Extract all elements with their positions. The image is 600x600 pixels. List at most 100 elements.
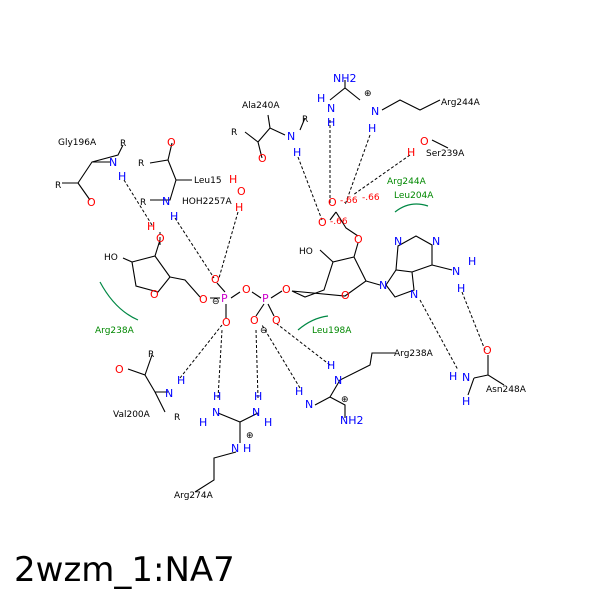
residue-leu15: Leu15: [194, 176, 222, 186]
hydrophobic-leu204: Leu204A: [394, 191, 434, 201]
n-label: N: [109, 156, 117, 169]
o-label: O: [199, 293, 208, 306]
positive-charge: ⊕: [364, 89, 372, 99]
n-label: N: [379, 279, 387, 292]
r-label: R: [174, 413, 180, 423]
n-label: N: [162, 195, 170, 208]
h-label: H: [468, 255, 476, 268]
residue-gly196: Gly196A: [58, 138, 97, 148]
h-label: H: [170, 210, 178, 223]
o-label: O: [272, 314, 281, 327]
ligand-title: 2wzm_1:NA7: [14, 550, 235, 590]
n-label: N: [410, 288, 418, 301]
o-label: O: [150, 288, 159, 301]
n-label: N: [462, 371, 470, 384]
o-label: O: [87, 196, 96, 209]
ho-label: HO: [104, 253, 118, 263]
n-label: N: [252, 406, 260, 419]
n-label: N: [432, 235, 440, 248]
residue-arg274: Arg274A: [174, 491, 214, 501]
o-label: O: [115, 363, 124, 376]
o-label: O: [237, 185, 246, 198]
h-label: H: [147, 220, 155, 233]
h-label: H: [295, 385, 303, 398]
h-label: H: [449, 370, 457, 383]
p-label: P: [221, 292, 228, 305]
o-label: O: [222, 316, 231, 329]
nh2-label: NH2: [340, 414, 364, 427]
o-label: O: [258, 152, 267, 165]
n-label: N: [165, 387, 173, 400]
n-label: N: [231, 442, 239, 455]
r-label: R: [148, 350, 154, 360]
residue-arg238: Arg238A: [394, 349, 434, 359]
residue-arg244: Arg244A: [441, 98, 481, 108]
h-label: H: [177, 374, 185, 387]
h-label: H: [293, 146, 301, 159]
o-label: O: [483, 344, 492, 357]
hydrophobic-leu198: Leu198A: [312, 326, 352, 336]
n-label: N: [394, 235, 402, 248]
o-label: O: [354, 233, 363, 246]
nh2-label: NH2: [333, 72, 357, 85]
hydrophobic-arcs: [99, 203, 429, 331]
r-label: R: [55, 181, 61, 191]
n-label: N: [212, 406, 220, 419]
o-label: O: [242, 283, 251, 296]
h-label: H: [229, 173, 237, 186]
h-label: H: [462, 395, 470, 408]
n-label: N: [327, 102, 335, 115]
residue-labels: Arg244A Ser239A Ala240A Gly196A Leu15 HO…: [58, 98, 527, 501]
partial-charge: -.66: [362, 193, 380, 203]
h-label: H: [327, 359, 335, 372]
r-label: R: [231, 128, 237, 138]
partial-charge: -.66: [330, 217, 348, 227]
o-label: O: [211, 273, 220, 286]
o-label: O: [167, 136, 176, 149]
hbonds: [123, 120, 486, 399]
ho-label: HO: [299, 247, 313, 257]
hydrophobic-arg238: Arg238A: [95, 326, 135, 336]
h-label: H: [213, 390, 221, 403]
residue-hoh2257: HOH2257A: [182, 197, 233, 207]
r-label: R: [120, 139, 126, 149]
residue-ser239: Ser239A: [426, 149, 465, 159]
hydrophobic-arg244: Arg244A: [387, 177, 427, 187]
positive-charge: ⊕: [246, 431, 254, 441]
h-label: H: [327, 116, 335, 129]
o-label: O: [341, 289, 350, 302]
n-label: N: [287, 130, 295, 143]
negative-charge: ⊖: [212, 297, 220, 307]
h-label: H: [235, 201, 243, 214]
atom-labels: NH2 ⊕ H N H N H O H R N H R O O O O -.66…: [55, 72, 492, 455]
r-label: R: [138, 159, 144, 169]
residue-ala240: Ala240A: [242, 101, 280, 111]
o-label: O: [318, 216, 327, 229]
o-label: O: [282, 283, 291, 296]
n-label: N: [305, 398, 313, 411]
h-label: H: [243, 442, 251, 455]
n-label: N: [371, 105, 379, 118]
h-label: H: [317, 92, 325, 105]
partial-charge: -.66: [340, 196, 358, 206]
h-label: H: [199, 416, 207, 429]
o-label: O: [328, 196, 337, 209]
o-label: O: [156, 232, 165, 245]
o-label: O: [250, 314, 259, 327]
residue-val200: Val200A: [113, 410, 151, 420]
n-label: N: [334, 374, 342, 387]
positive-charge: ⊕: [341, 395, 349, 405]
n-label: N: [452, 265, 460, 278]
r-label: R: [140, 198, 146, 208]
h-label: H: [264, 416, 272, 429]
h-label: H: [457, 282, 465, 295]
h-label: H: [118, 170, 126, 183]
r-label: R: [302, 115, 308, 125]
h-label: H: [254, 390, 262, 403]
o-label: O: [420, 135, 429, 148]
negative-charge: ⊖: [260, 326, 268, 336]
h-label: H: [368, 122, 376, 135]
p-label: P: [262, 292, 269, 305]
